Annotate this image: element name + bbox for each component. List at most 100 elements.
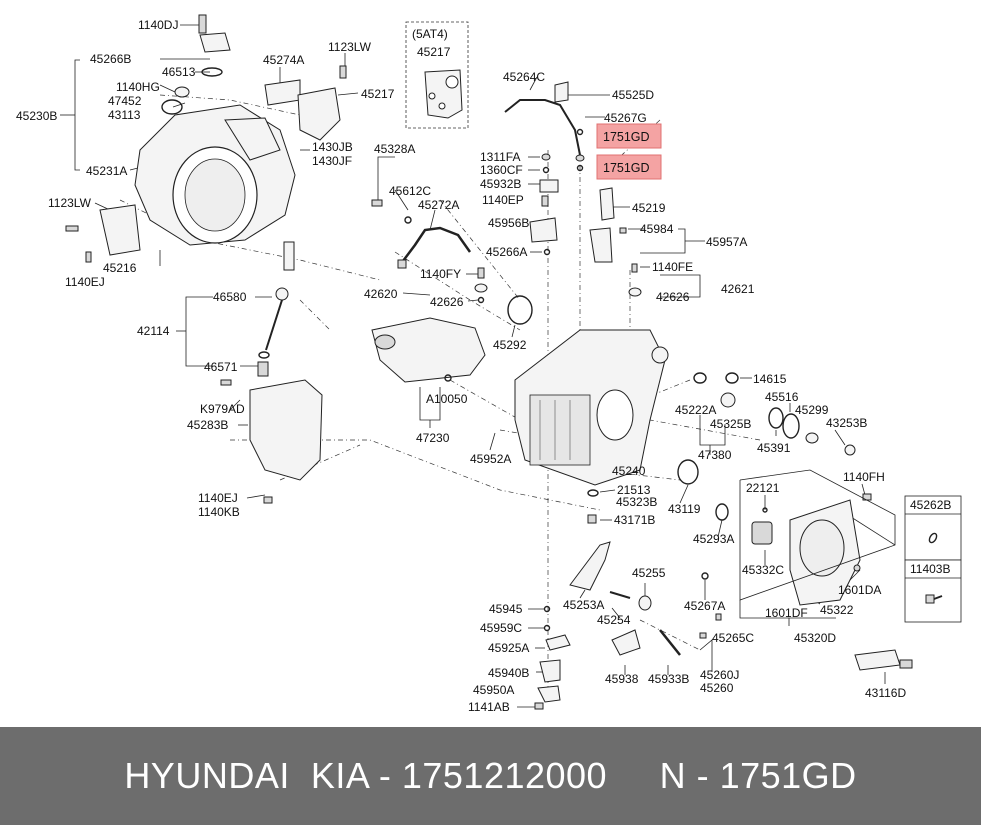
part-label: 1430JB: [312, 140, 353, 154]
part-label: 45255: [632, 566, 666, 580]
part-label: 43253B: [826, 416, 867, 430]
highlight-box: [596, 154, 662, 180]
part-label: 45230B: [16, 109, 57, 123]
part-label: 45925A: [488, 641, 529, 655]
part-label: 47452: [108, 94, 142, 108]
part-label: 1123LW: [48, 196, 92, 210]
part-label: 45283B: [187, 418, 228, 432]
inset-box-label: 11403B: [910, 562, 950, 576]
part-label: 43116D: [865, 686, 906, 700]
part-label: 45266B: [90, 52, 131, 66]
part-label: 43119: [668, 502, 701, 516]
part-label: 45950A: [473, 683, 514, 697]
part-label: 47230: [416, 431, 450, 445]
part-label: 45525D: [612, 88, 654, 102]
part-label: 45253A: [563, 598, 604, 612]
part-label: 45274A: [263, 53, 304, 67]
part-label: 46513: [162, 65, 196, 79]
part-label: 1140EJ: [198, 491, 238, 505]
part-label: 1140DJ: [138, 18, 178, 32]
part-label: A10050: [426, 392, 468, 406]
highlighted-parts: 1751GD 1751GD: [596, 123, 662, 180]
part-label: 1140EJ: [65, 275, 105, 289]
part-label: 45260: [700, 681, 734, 695]
part-label: 45938: [605, 672, 639, 686]
part-label: 21513: [617, 483, 651, 497]
part-label: 45323B: [616, 495, 657, 509]
part-label: 45260J: [700, 668, 739, 682]
part-label: 45932B: [480, 177, 521, 191]
part-label: 1601DF: [765, 606, 808, 620]
part-label: 45265C: [712, 631, 754, 645]
part-label: 43113: [108, 108, 141, 122]
highlight-box: [596, 123, 662, 149]
part-label: 46571: [204, 360, 238, 374]
part-label: K979AD: [200, 402, 245, 416]
part-label: 43171B: [614, 513, 655, 527]
part-label: 45328A: [374, 142, 415, 156]
part-label: 22121: [746, 481, 780, 495]
parts-artwork: [65, 14, 913, 710]
oring-icon: [928, 532, 938, 544]
part-label: 1140KB: [198, 505, 240, 519]
part-label: 1140FY: [420, 267, 461, 281]
variant-box: (5AT4) 45217: [405, 21, 469, 129]
part-label: 45267A: [684, 599, 725, 613]
part-label: 45322: [820, 603, 854, 617]
part-label: 1140FE: [652, 260, 693, 274]
variant-box-label: (5AT4): [412, 27, 448, 41]
footer-part-text: HYUNDAI KIA - 1751212000 N - 1751GD: [124, 755, 857, 796]
footer-banner: HYUNDAI KIA - 1751212000 N - 1751GD: [0, 727, 981, 825]
part-label: 1311FA: [480, 150, 520, 164]
part-label: 45264C: [503, 70, 545, 84]
highlight-label: 1751GD: [603, 161, 650, 175]
part-label: 45391: [757, 441, 791, 455]
part-label: 45933B: [648, 672, 689, 686]
part-label: 45320D: [794, 631, 836, 645]
part-label: 45325B: [710, 417, 751, 431]
part-label: 45240: [612, 464, 646, 478]
inset-box-11403b: [904, 559, 962, 623]
part-label: 45940B: [488, 666, 529, 680]
bolt-icon: [925, 594, 943, 604]
part-label: 45293A: [693, 532, 734, 546]
part-label: 47380: [698, 448, 732, 462]
parts-diagram: (5AT4) 45217: [16, 14, 962, 714]
part-label: 45957A: [706, 235, 747, 249]
part-label: 42621: [721, 282, 755, 296]
highlight-label: 1751GD: [603, 130, 650, 144]
part-label: 1123LW: [328, 40, 372, 54]
part-label: 45266A: [486, 245, 527, 259]
part-label: 45956B: [488, 216, 529, 230]
part-label: 45945: [489, 602, 523, 616]
part-label: 1360CF: [480, 163, 523, 177]
part-label: 1430JF: [312, 154, 352, 168]
part-label: 45332C: [742, 563, 784, 577]
part-label: 42114: [137, 324, 170, 338]
part-label: 45222A: [675, 403, 716, 417]
part-label: 1140EP: [482, 193, 524, 207]
part-label: 45254: [597, 613, 631, 627]
part-label: 45959C: [480, 621, 522, 635]
part-label: 45612C: [389, 184, 431, 198]
part-label: 1141AB: [468, 700, 510, 714]
part-label: 1140HG: [116, 80, 160, 94]
variant-box-part: 45217: [417, 45, 451, 59]
part-label: 1140FH: [843, 470, 885, 484]
part-label: 45952A: [470, 452, 511, 466]
part-label: 45217: [361, 87, 395, 101]
part-label: 42626: [430, 295, 464, 309]
part-label: 45231A: [86, 164, 127, 178]
part-label: 45219: [632, 201, 666, 215]
part-label: 45267G: [604, 111, 647, 125]
part-label: 46580: [213, 290, 247, 304]
part-label: 1601DA: [838, 583, 881, 597]
part-label: 45299: [795, 403, 829, 417]
part-label: 45516: [765, 390, 799, 404]
part-labels: 1140DJ 45266B 46513 1140HG 47452 43113 4…: [16, 18, 906, 714]
part-label: 45216: [103, 261, 137, 275]
part-label: 45292: [493, 338, 527, 352]
part-label: 45984: [640, 222, 674, 236]
inset-boxes: 45262B 11403B: [904, 495, 962, 623]
part-label: 42620: [364, 287, 398, 301]
